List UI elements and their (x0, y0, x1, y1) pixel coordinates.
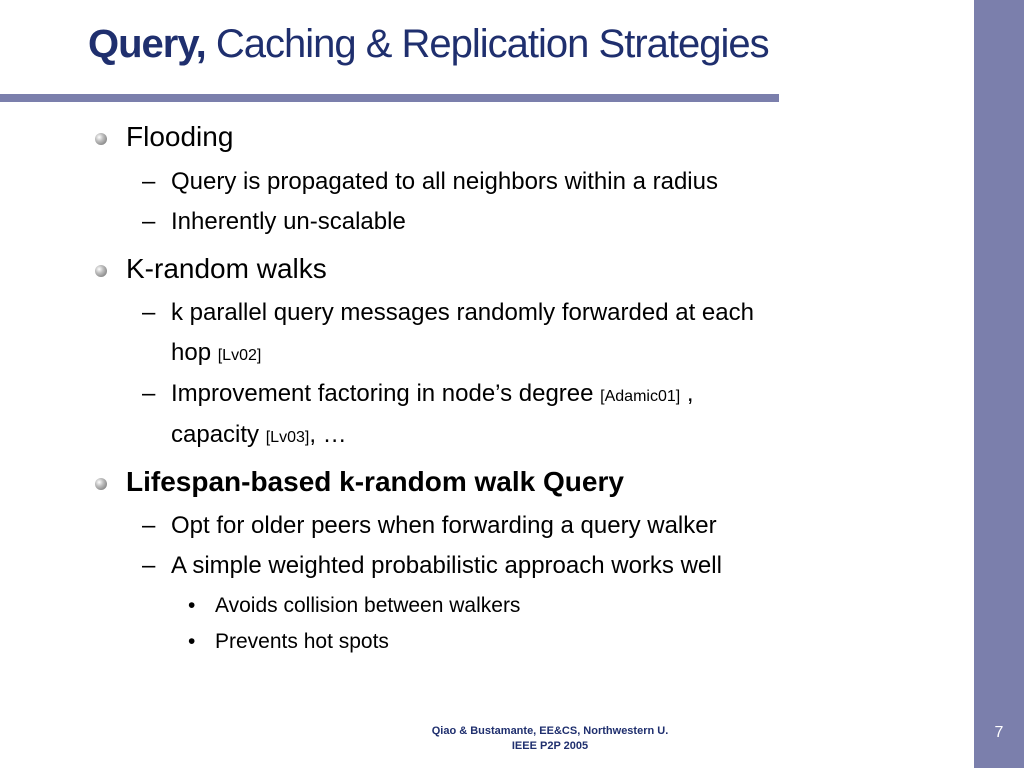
dash-marker: – (142, 299, 156, 326)
citation-lv03: [Lv03] (265, 429, 310, 446)
dash-marker: – (142, 168, 156, 195)
bullet-lifespan-based: Lifespan-based k-random walk Query (126, 466, 624, 497)
footer-affiliation: Qiao & Bustamante, EE&CS, Northwestern U… (431, 725, 669, 737)
sub-bullet-improvement-line1: Improvement factoring in node’s degree [… (171, 380, 694, 408)
sub-bullet-unscalable: Inherently un-scalable (171, 208, 406, 235)
title-rest: Caching & Replication Strategies (205, 22, 770, 66)
dot-marker: • (188, 594, 196, 617)
subsub-bullet-avoids-collision: Avoids collision between walkers (215, 594, 521, 617)
dash-marker: – (142, 380, 156, 407)
title-bold: Query, (88, 22, 207, 66)
improvement-text: Improvement factoring in node’s degree (171, 380, 594, 407)
citation-adamic01: [Adamic01] (600, 388, 681, 405)
sub-bullet-weighted-approach: A simple weighted probabilistic approach… (171, 552, 722, 579)
title-underline (0, 94, 779, 102)
sub-bullet-opt-older-peers: Opt for older peers when forwarding a qu… (171, 512, 717, 539)
dash-marker: – (142, 552, 156, 579)
right-decor-band (974, 0, 1024, 768)
bullet-k-random-walks: K-random walks (126, 253, 327, 284)
citation-lv02: [Lv02] (217, 347, 262, 364)
slide-footer: Qiao & Bustamante, EE&CS, Northwestern U… (380, 724, 720, 754)
sub-bullet-parallel-line2: hop [Lv02] (171, 339, 261, 367)
bullet-ball-icon (95, 133, 107, 145)
capacity-text: capacity (171, 421, 260, 448)
bullet-flooding: Flooding (126, 121, 234, 152)
sub-bullet-improvement-line2: capacity [Lv03], … (171, 421, 347, 449)
sub-bullet-parallel-line1: k parallel query messages randomly forwa… (171, 299, 754, 326)
dash-marker: – (142, 512, 156, 539)
separator-comma: , (680, 380, 694, 407)
subsub-bullet-hot-spots: Prevents hot spots (215, 630, 389, 653)
slide-title: Query, Caching & Replication Strategies (88, 22, 770, 67)
dot-marker: • (188, 630, 196, 653)
bullet-ball-icon (95, 478, 107, 490)
footer-venue: IEEE P2P 2005 (511, 740, 589, 752)
sub-bullet-query-propagated: Query is propagated to all neighbors wit… (171, 168, 718, 195)
hop-text: hop (171, 339, 212, 366)
dash-marker: – (142, 208, 156, 235)
page-number: 7 (994, 724, 1004, 741)
bullet-ball-icon (95, 265, 107, 277)
ellipsis-tail: , … (309, 421, 347, 448)
